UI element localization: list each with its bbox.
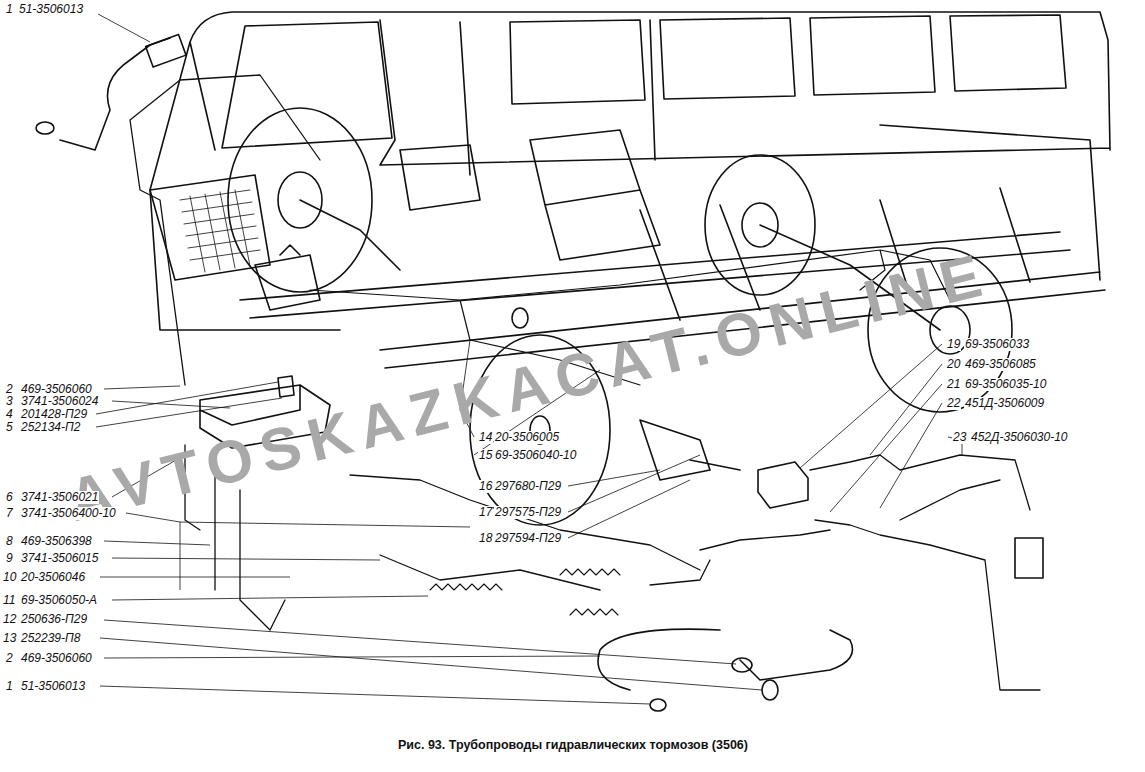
figure-caption: Рис. 93. Трубопроводы гидравлических тор… [396,738,750,752]
part-number: 452Д-3506030-10 [970,431,1069,444]
part-number: 3741-3506024 [20,395,99,408]
leader-line [830,384,942,512]
leader-line [870,364,942,455]
part-number: 297575-П29 [494,506,562,519]
part-number: 297680-П29 [494,480,562,493]
leader-line [104,620,736,664]
part-number: 252134-П2 [20,421,81,434]
callout-number: 10 [2,571,17,584]
callout-number: 20 [946,358,961,371]
callout-number: 11 [2,594,16,607]
leader-line [104,656,600,658]
part-number: 469-3506085 [964,358,1037,371]
part-number: 451Д-3506009 [964,397,1045,410]
top-hose [60,38,170,150]
callout-number: 8 [5,535,14,548]
leader-line [880,403,942,508]
leader-line [100,638,762,690]
tee-bolt [278,376,294,397]
bottom-hose [598,629,853,690]
callout-number: 6 [5,491,14,504]
part-number: 201428-П29 [20,408,88,421]
seat [400,145,480,210]
washer [650,699,666,711]
rear-tee [758,462,808,508]
washer [762,680,778,700]
clip [512,308,528,328]
brake-pipe [810,455,1040,690]
part-number: 252239-П8 [20,632,81,645]
part-number: 51-3506013 [20,680,86,693]
leader-line [100,686,650,704]
callout-number: 2 [5,652,14,665]
nut [732,658,752,672]
leader-line [568,480,690,538]
part-number: 3741-3506400-10 [20,507,117,520]
callout-number: 22 [946,397,961,410]
callout-number: 21 [946,378,961,391]
callout-number: 13 [2,632,17,645]
part-number: 69-3506035-10 [964,378,1047,391]
leader-line [96,382,278,414]
leader-line [104,541,210,545]
callout-number: 1 [5,680,14,693]
leader-line [98,14,150,42]
part-number: 469-3506060 [20,652,93,665]
callout-number: 12 [2,613,17,626]
leader-line [112,401,230,408]
callout-number: 19 [946,338,961,351]
part-number: 69-3506033 [964,338,1030,351]
callout-number: 16 [478,480,493,493]
part-number: 20-3506005 [494,431,560,444]
windshield [222,22,392,148]
callout-number: 5 [5,421,14,434]
part-number: 297594-П29 [494,532,562,545]
front-panel [150,175,270,280]
callout-number: 7 [5,507,14,520]
callout-number: 14 [478,431,493,444]
leader-line [568,455,700,512]
callout-number: 17 [478,506,493,519]
leader-line [100,577,290,578]
callout-number: 3 [5,395,14,408]
leader-line [126,513,470,590]
leader-line [112,596,428,600]
leader-line [800,344,942,468]
callout-number: 1 [5,3,14,16]
part-number: 51-3506013 [18,3,84,16]
part-number: 3741-3506015 [20,552,99,565]
callout-number: 15 [478,449,493,462]
callout-number: 4 [5,408,14,421]
fitting [1015,538,1043,578]
callout-number: 9 [5,552,14,565]
part-number: 250636-П29 [20,613,88,626]
part-number: 3741-3506021 [20,491,99,504]
master-cylinder [255,245,320,310]
hose-fitting [146,34,186,67]
grille [180,190,260,272]
callout-number: 23 [952,431,967,444]
washer [36,122,54,134]
part-number: 69-3506040-10 [494,449,577,462]
part-number: 69-3506050-А [20,594,98,607]
callout-number: 18 [478,532,493,545]
leader-line [104,386,180,389]
part-number: 20-3506046 [20,571,86,584]
brake-pipe [650,530,830,585]
part-number: 469-3506398 [20,535,93,548]
side-windows [460,15,1066,175]
seat [530,130,660,260]
coil-guard [430,569,620,615]
leader-line [112,558,380,560]
